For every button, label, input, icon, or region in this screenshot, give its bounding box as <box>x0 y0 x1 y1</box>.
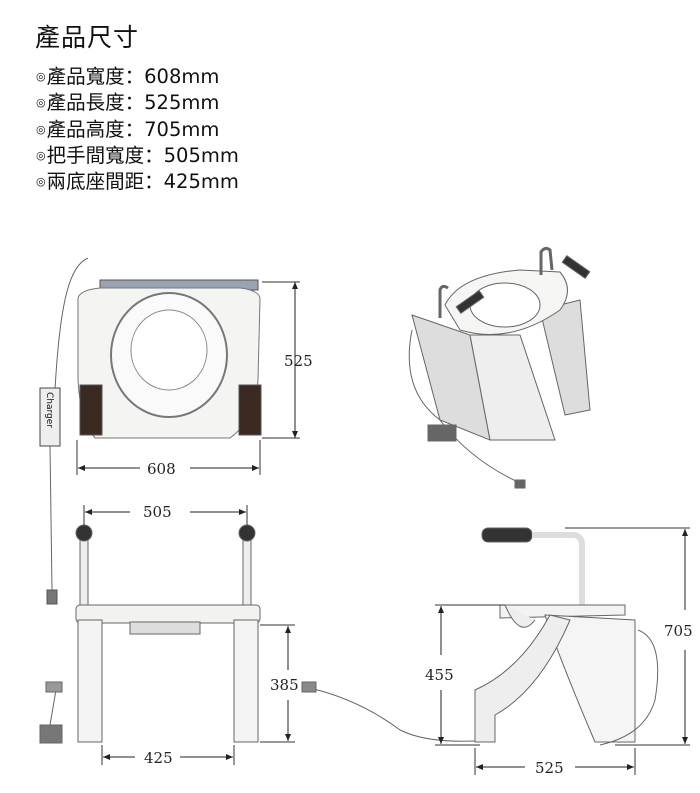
bullet-icon: ◎ <box>36 96 46 110</box>
front-view-diagram <box>39 505 491 765</box>
spec-label: 兩底座間距： <box>46 170 164 194</box>
bullet-icon: ◎ <box>36 175 46 189</box>
front-seat-height-dimension-label: 385 <box>270 676 299 694</box>
length-dimension-label: 525 <box>284 352 313 370</box>
spec-item-width: ◎產品寬度：608mm <box>36 64 239 90</box>
side-view-diagram <box>435 527 690 775</box>
spec-value: 608mm <box>144 65 220 88</box>
spec-list: ◎產品寬度：608mm ◎產品長度：525mm ◎產品高度：705mm ◎把手間… <box>36 64 239 195</box>
perspective-view-diagram <box>408 246 591 489</box>
spec-label: 產品長度： <box>46 91 145 115</box>
spec-item-handle-width: ◎把手間寬度：505mm <box>36 143 239 169</box>
handle-width-dimension-label: 505 <box>143 503 172 521</box>
spec-item-base-gap: ◎兩底座間距：425mm <box>36 169 239 195</box>
bullet-icon: ◎ <box>36 70 46 83</box>
spec-label: 產品高度： <box>46 117 145 141</box>
spec-label: 把手間寬度： <box>46 143 164 167</box>
spec-item-length: ◎產品長度：525mm <box>36 90 239 116</box>
spec-value: 505mm <box>163 143 239 167</box>
height-dimension-label: 705 <box>664 622 693 640</box>
bullet-icon: ◎ <box>36 122 46 136</box>
spec-value: 425mm <box>163 170 239 194</box>
charger-label: Charger <box>44 392 54 428</box>
page-title: 產品尺寸 <box>35 23 140 52</box>
base-gap-dimension-label: 425 <box>144 749 173 767</box>
bullet-icon: ◎ <box>36 148 46 162</box>
spec-item-height: ◎產品高度：705mm <box>36 117 239 143</box>
side-seat-height-dimension-label: 455 <box>425 666 454 684</box>
spec-value: 705mm <box>144 117 220 141</box>
spec-value: 525mm <box>144 91 220 115</box>
top-view-diagram: Charger <box>39 257 300 605</box>
side-length-dimension-label: 525 <box>535 759 564 777</box>
width-dimension-label: 608 <box>147 460 176 478</box>
spec-label: 產品寬度： <box>46 65 145 88</box>
